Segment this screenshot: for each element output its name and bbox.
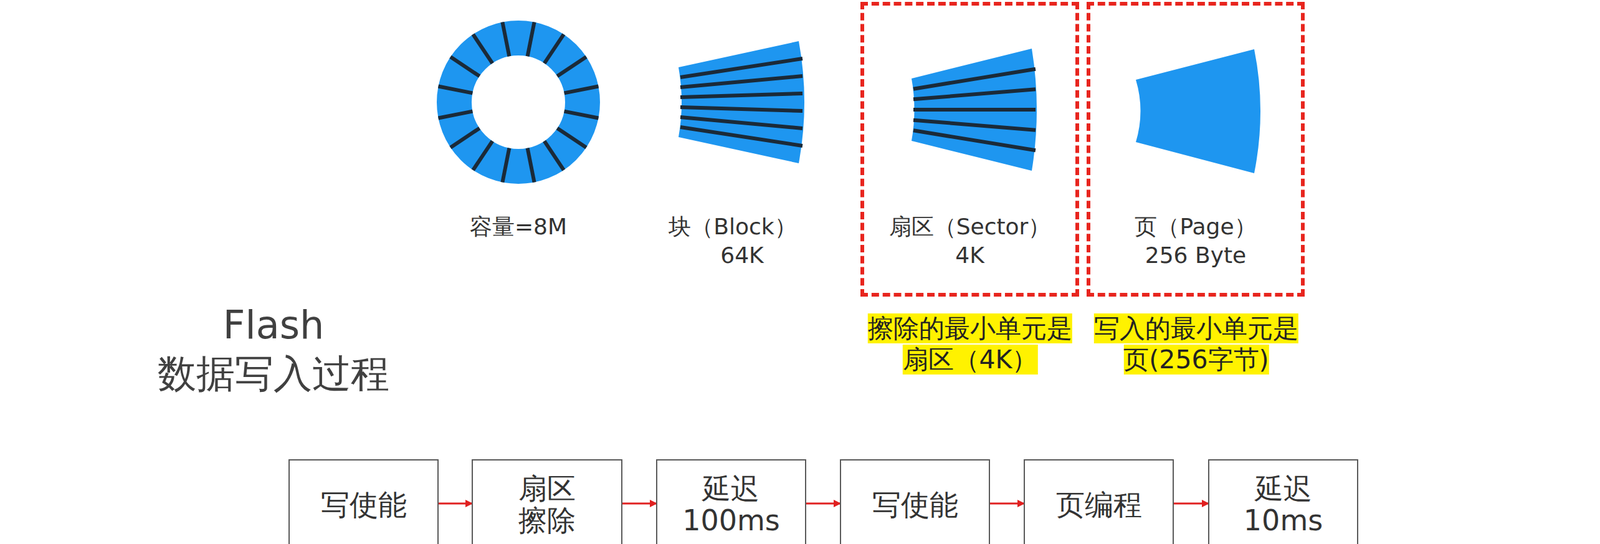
box-text: 页编程 <box>1056 489 1143 521</box>
division-line <box>913 107 1036 112</box>
part-label: 容量=8M <box>469 213 567 240</box>
flow-arrow <box>1173 502 1209 505</box>
process-box: 写使能 <box>839 459 991 544</box>
division-line <box>680 76 803 88</box>
division-line <box>913 130 1036 151</box>
flash-ring <box>438 22 599 183</box>
ring-spoke <box>472 34 493 64</box>
division-line <box>680 93 803 98</box>
ring-spoke <box>564 85 599 93</box>
process-box: 延迟 100ms <box>656 459 807 544</box>
flow-arrow <box>990 502 1024 505</box>
box-text: 延迟 100ms <box>682 472 781 536</box>
process-box: 扇区 擦除 <box>471 459 623 544</box>
box-text-group: 写使能 <box>872 489 959 521</box>
division-line <box>680 117 803 129</box>
ring-spoke <box>502 22 510 57</box>
division-line <box>680 127 803 146</box>
box-text-group: 页编程 <box>1056 489 1143 521</box>
box-text: 4K <box>889 241 1052 270</box>
ring-spoke <box>557 56 587 77</box>
part-label: 64K <box>720 241 764 269</box>
box-text-group: 写使能 <box>320 489 407 521</box>
highlight-note: 擦除的最小单元是 扇区（4K） <box>862 312 1078 376</box>
box-text-group: 页（Page）256 Byte <box>1134 212 1257 270</box>
ring-spoke <box>502 148 510 183</box>
dashed-highlight-box: 页（Page）256 Byte <box>1086 1 1305 297</box>
diagram-title: Flash 数据写入过程 <box>150 300 398 398</box>
sector-lines <box>913 69 1036 151</box>
ring-spoke <box>564 111 599 119</box>
flow-arrow <box>622 502 657 505</box>
ring-spoke <box>438 111 473 119</box>
division-line <box>913 120 1036 131</box>
ring-spoke <box>544 34 564 64</box>
block-lines <box>680 58 803 146</box>
box-text: 写使能 <box>872 489 959 521</box>
ring-spoke <box>450 128 480 148</box>
process-box: 页编程 <box>1023 459 1174 544</box>
box-text: 写使能 <box>320 489 407 521</box>
division-line <box>913 69 1036 90</box>
box-text-group: 延迟 100ms <box>682 472 781 536</box>
highlight-note: 写入的最小单元是 页(256字节) <box>1089 312 1304 376</box>
process-box: 延迟 10ms <box>1208 459 1359 544</box>
box-text-group: 延迟 10ms <box>1243 472 1323 536</box>
box-text-group: 扇区（Sector）4K <box>889 212 1052 270</box>
box-text: 延迟 10ms <box>1243 472 1323 536</box>
sector-shape <box>911 48 1037 171</box>
box-text: 256 Byte <box>1134 241 1257 270</box>
ring-spoke <box>472 140 493 171</box>
division-line <box>913 89 1036 100</box>
flow-arrow <box>806 502 840 505</box>
highlight-text: 写入的最小单元是 页(256字节) <box>1094 313 1299 375</box>
ring-spoke <box>527 22 535 57</box>
division-line <box>680 58 803 78</box>
highlight-text: 擦除的最小单元是 扇区（4K） <box>867 313 1073 375</box>
part-label: 块（Block） <box>668 213 797 240</box>
block-shape <box>678 41 805 164</box>
dashed-highlight-box: 扇区（Sector）4K <box>860 1 1080 297</box>
ring-spoke <box>438 85 473 93</box>
division-line <box>680 107 803 111</box>
flow-arrow <box>438 502 472 505</box>
ring-spoke <box>544 140 564 171</box>
page-shape <box>1135 49 1261 174</box>
box-text: 扇区 擦除 <box>518 472 576 536</box>
box-text: 扇区（Sector） <box>889 212 1052 242</box>
process-box: 写使能 <box>288 459 439 544</box>
box-text-group: 扇区 擦除 <box>518 472 576 536</box>
ring-spoke <box>557 128 587 148</box>
ring-spoke <box>450 56 480 77</box>
box-text: 页（Page） <box>1134 212 1257 242</box>
ring-spoke <box>527 148 535 183</box>
